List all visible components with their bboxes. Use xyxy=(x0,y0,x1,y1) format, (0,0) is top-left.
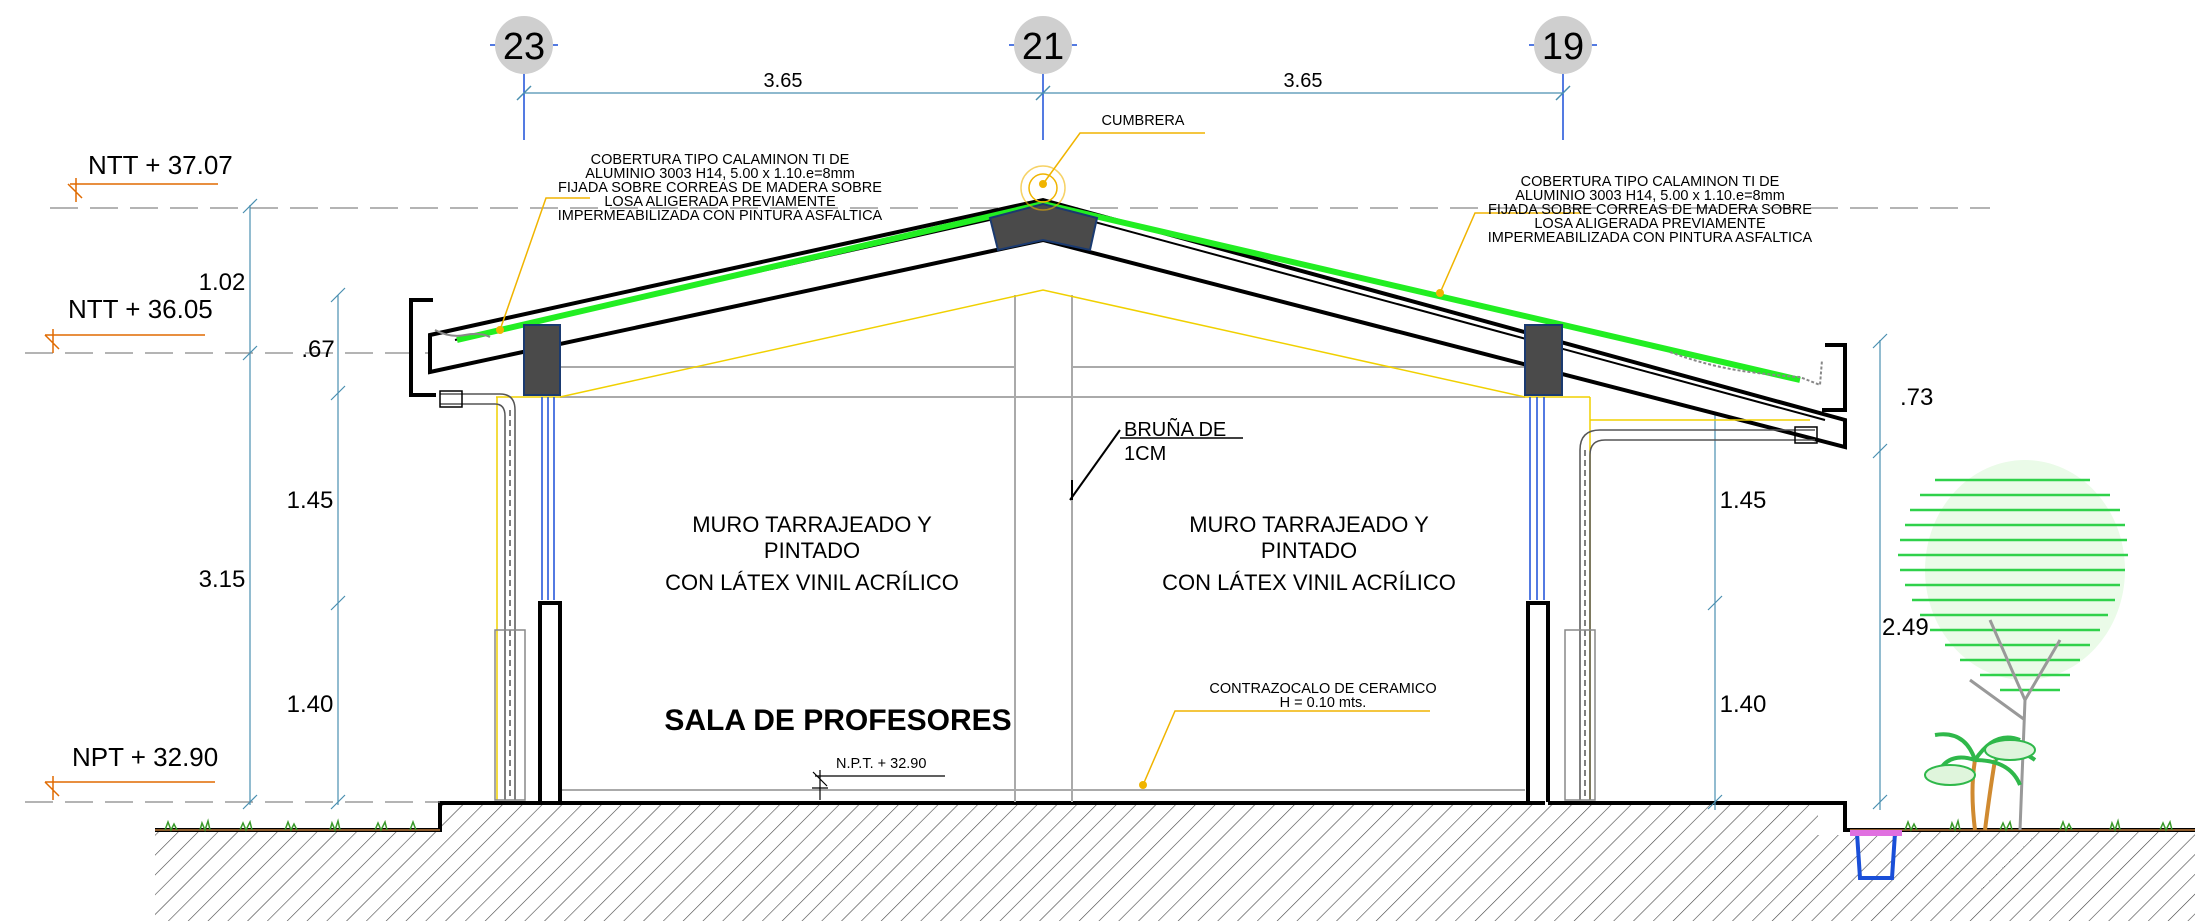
dim-1-45-right: 1.45 xyxy=(1720,487,1767,514)
room-title: SALA DE PROFESORES xyxy=(664,704,1011,737)
svg-text:N.P.T. + 32.90: N.P.T. + 32.90 xyxy=(836,756,926,772)
palm-icon xyxy=(1924,732,2037,831)
axis-label-21: 21 xyxy=(1022,26,1064,68)
axis-label-23: 23 xyxy=(503,26,545,68)
leaders xyxy=(499,132,1580,786)
span-dimension-2: 3.65 xyxy=(1284,70,1323,92)
npt-marker: N.P.T. + 32.90 xyxy=(812,756,945,800)
roof xyxy=(409,197,1847,450)
dim-1-02: 1.02 xyxy=(199,269,246,296)
svg-text:IMPERMEABILIZADA CON PINTURA A: IMPERMEABILIZADA CON PINTURA ASFALTICA xyxy=(558,208,883,224)
dim-3-15: 3.15 xyxy=(199,566,246,593)
axis-bubble-21 xyxy=(1014,16,1072,74)
beam-left xyxy=(523,324,561,396)
grass xyxy=(164,818,2173,833)
dim-1-40-right: 1.40 xyxy=(1720,691,1767,718)
svg-text:MURO TARRAJEADO Y: MURO TARRAJEADO Y xyxy=(1189,512,1429,537)
dim-2-49: 2.49 xyxy=(1882,614,1929,641)
dim-0-73: .73 xyxy=(1900,384,1933,411)
cumbrera-label: CUMBRERA xyxy=(1102,113,1185,129)
beam-right xyxy=(1524,324,1563,396)
axis-bubble-19 xyxy=(1534,16,1592,74)
svg-text:CON LÁTEX VINIL ACRÍLICO: CON LÁTEX VINIL ACRÍLICO xyxy=(665,570,959,595)
level-marker-npt: NPT + 32.90 xyxy=(44,742,218,800)
level-npt-label: NPT + 32.90 xyxy=(72,742,218,772)
dim-1-45-left: 1.45 xyxy=(287,487,334,514)
svg-text:1CM: 1CM xyxy=(1124,443,1166,465)
muro-left-note: MURO TARRAJEADO Y PINTADO CON LÁTEX VINI… xyxy=(665,512,959,595)
ground xyxy=(155,801,2195,921)
tree-icon xyxy=(1898,460,2128,831)
svg-text:PINTADO: PINTADO xyxy=(1261,538,1357,563)
span-dimension-1: 3.65 xyxy=(764,70,803,92)
left-dimensions xyxy=(242,198,346,810)
cobertura-right-note: COBERTURA TIPO CALAMINON TI DE ALUMINIO … xyxy=(1488,174,1813,246)
downspout-left xyxy=(439,390,526,801)
svg-text:CON LÁTEX VINIL ACRÍLICO: CON LÁTEX VINIL ACRÍLICO xyxy=(1162,570,1456,595)
axis-bubble-23 xyxy=(495,16,553,74)
ridge-cap xyxy=(988,202,1099,252)
svg-text:LOSA ALIGERADA PREVIAMENTE: LOSA ALIGERADA PREVIAMENTE xyxy=(1534,216,1766,232)
cobertura-left-note: COBERTURA TIPO CALAMINON TI DE ALUMINIO … xyxy=(558,152,883,224)
contrazocalo-note: CONTRAZOCALO DE CERAMICO H = 0.10 mts. xyxy=(1209,681,1436,711)
downspout-right xyxy=(1564,419,1818,801)
svg-text:MURO TARRAJEADO Y: MURO TARRAJEADO Y xyxy=(692,512,932,537)
dim-1-40-left: 1.40 xyxy=(287,691,334,718)
level-ntt-top-label: NTT + 37.07 xyxy=(88,150,233,180)
svg-text:COBERTURA TIPO CALAMINON TI DE: COBERTURA TIPO CALAMINON TI DE xyxy=(1521,174,1780,190)
level-marker-ntt-top: NTT + 37.07 xyxy=(67,150,233,202)
column-pipes xyxy=(541,397,1545,600)
dim-0-67: .67 xyxy=(301,336,334,363)
svg-text:COBERTURA TIPO CALAMINON TI DE: COBERTURA TIPO CALAMINON TI DE xyxy=(591,152,850,168)
bruna-leader xyxy=(1069,429,1121,501)
level-markers: NTT + 37.07 NTT + 36.05 NPT + 32.90 xyxy=(44,150,233,800)
drain-box xyxy=(1850,830,1902,880)
svg-text:FIJADA SOBRE CORREAS DE MADERA: FIJADA SOBRE CORREAS DE MADERA SOBRE xyxy=(558,180,882,196)
bruna-note: BRUÑA DE 1CM xyxy=(1124,417,1226,465)
level-ntt-mid-label: NTT + 36.05 xyxy=(68,294,213,324)
svg-text:BRUÑA DE: BRUÑA DE xyxy=(1124,417,1226,441)
right-dimensions xyxy=(1707,333,1888,810)
level-marker-ntt-mid: NTT + 36.05 xyxy=(44,294,213,353)
svg-text:H = 0.10 mts.: H = 0.10 mts. xyxy=(1280,695,1367,711)
svg-text:IMPERMEABILIZADA CON PINTURA A: IMPERMEABILIZADA CON PINTURA ASFALTICA xyxy=(1488,230,1813,246)
columns xyxy=(538,601,1550,802)
svg-text:FIJADA SOBRE CORREAS DE MADERA: FIJADA SOBRE CORREAS DE MADERA SOBRE xyxy=(1488,202,1812,218)
svg-text:LOSA ALIGERADA PREVIAMENTE: LOSA ALIGERADA PREVIAMENTE xyxy=(604,194,836,210)
svg-text:ALUMINIO 3003 H14, 5.00 x 1.10: ALUMINIO 3003 H14, 5.00 x 1.10.e=8mm xyxy=(1515,188,1785,204)
axis-grid: 23 21 19 3.65 3.65 xyxy=(490,16,1597,140)
svg-text:PINTADO: PINTADO xyxy=(764,538,860,563)
muro-right-note: MURO TARRAJEADO Y PINTADO CON LÁTEX VINI… xyxy=(1162,512,1456,595)
svg-text:CONTRAZOCALO DE CERAMICO: CONTRAZOCALO DE CERAMICO xyxy=(1209,681,1436,697)
interior-walls xyxy=(560,295,1525,802)
axis-label-19: 19 xyxy=(1542,26,1584,68)
svg-text:ALUMINIO 3003 H14, 5.00 x 1.10: ALUMINIO 3003 H14, 5.00 x 1.10.e=8mm xyxy=(585,166,855,182)
